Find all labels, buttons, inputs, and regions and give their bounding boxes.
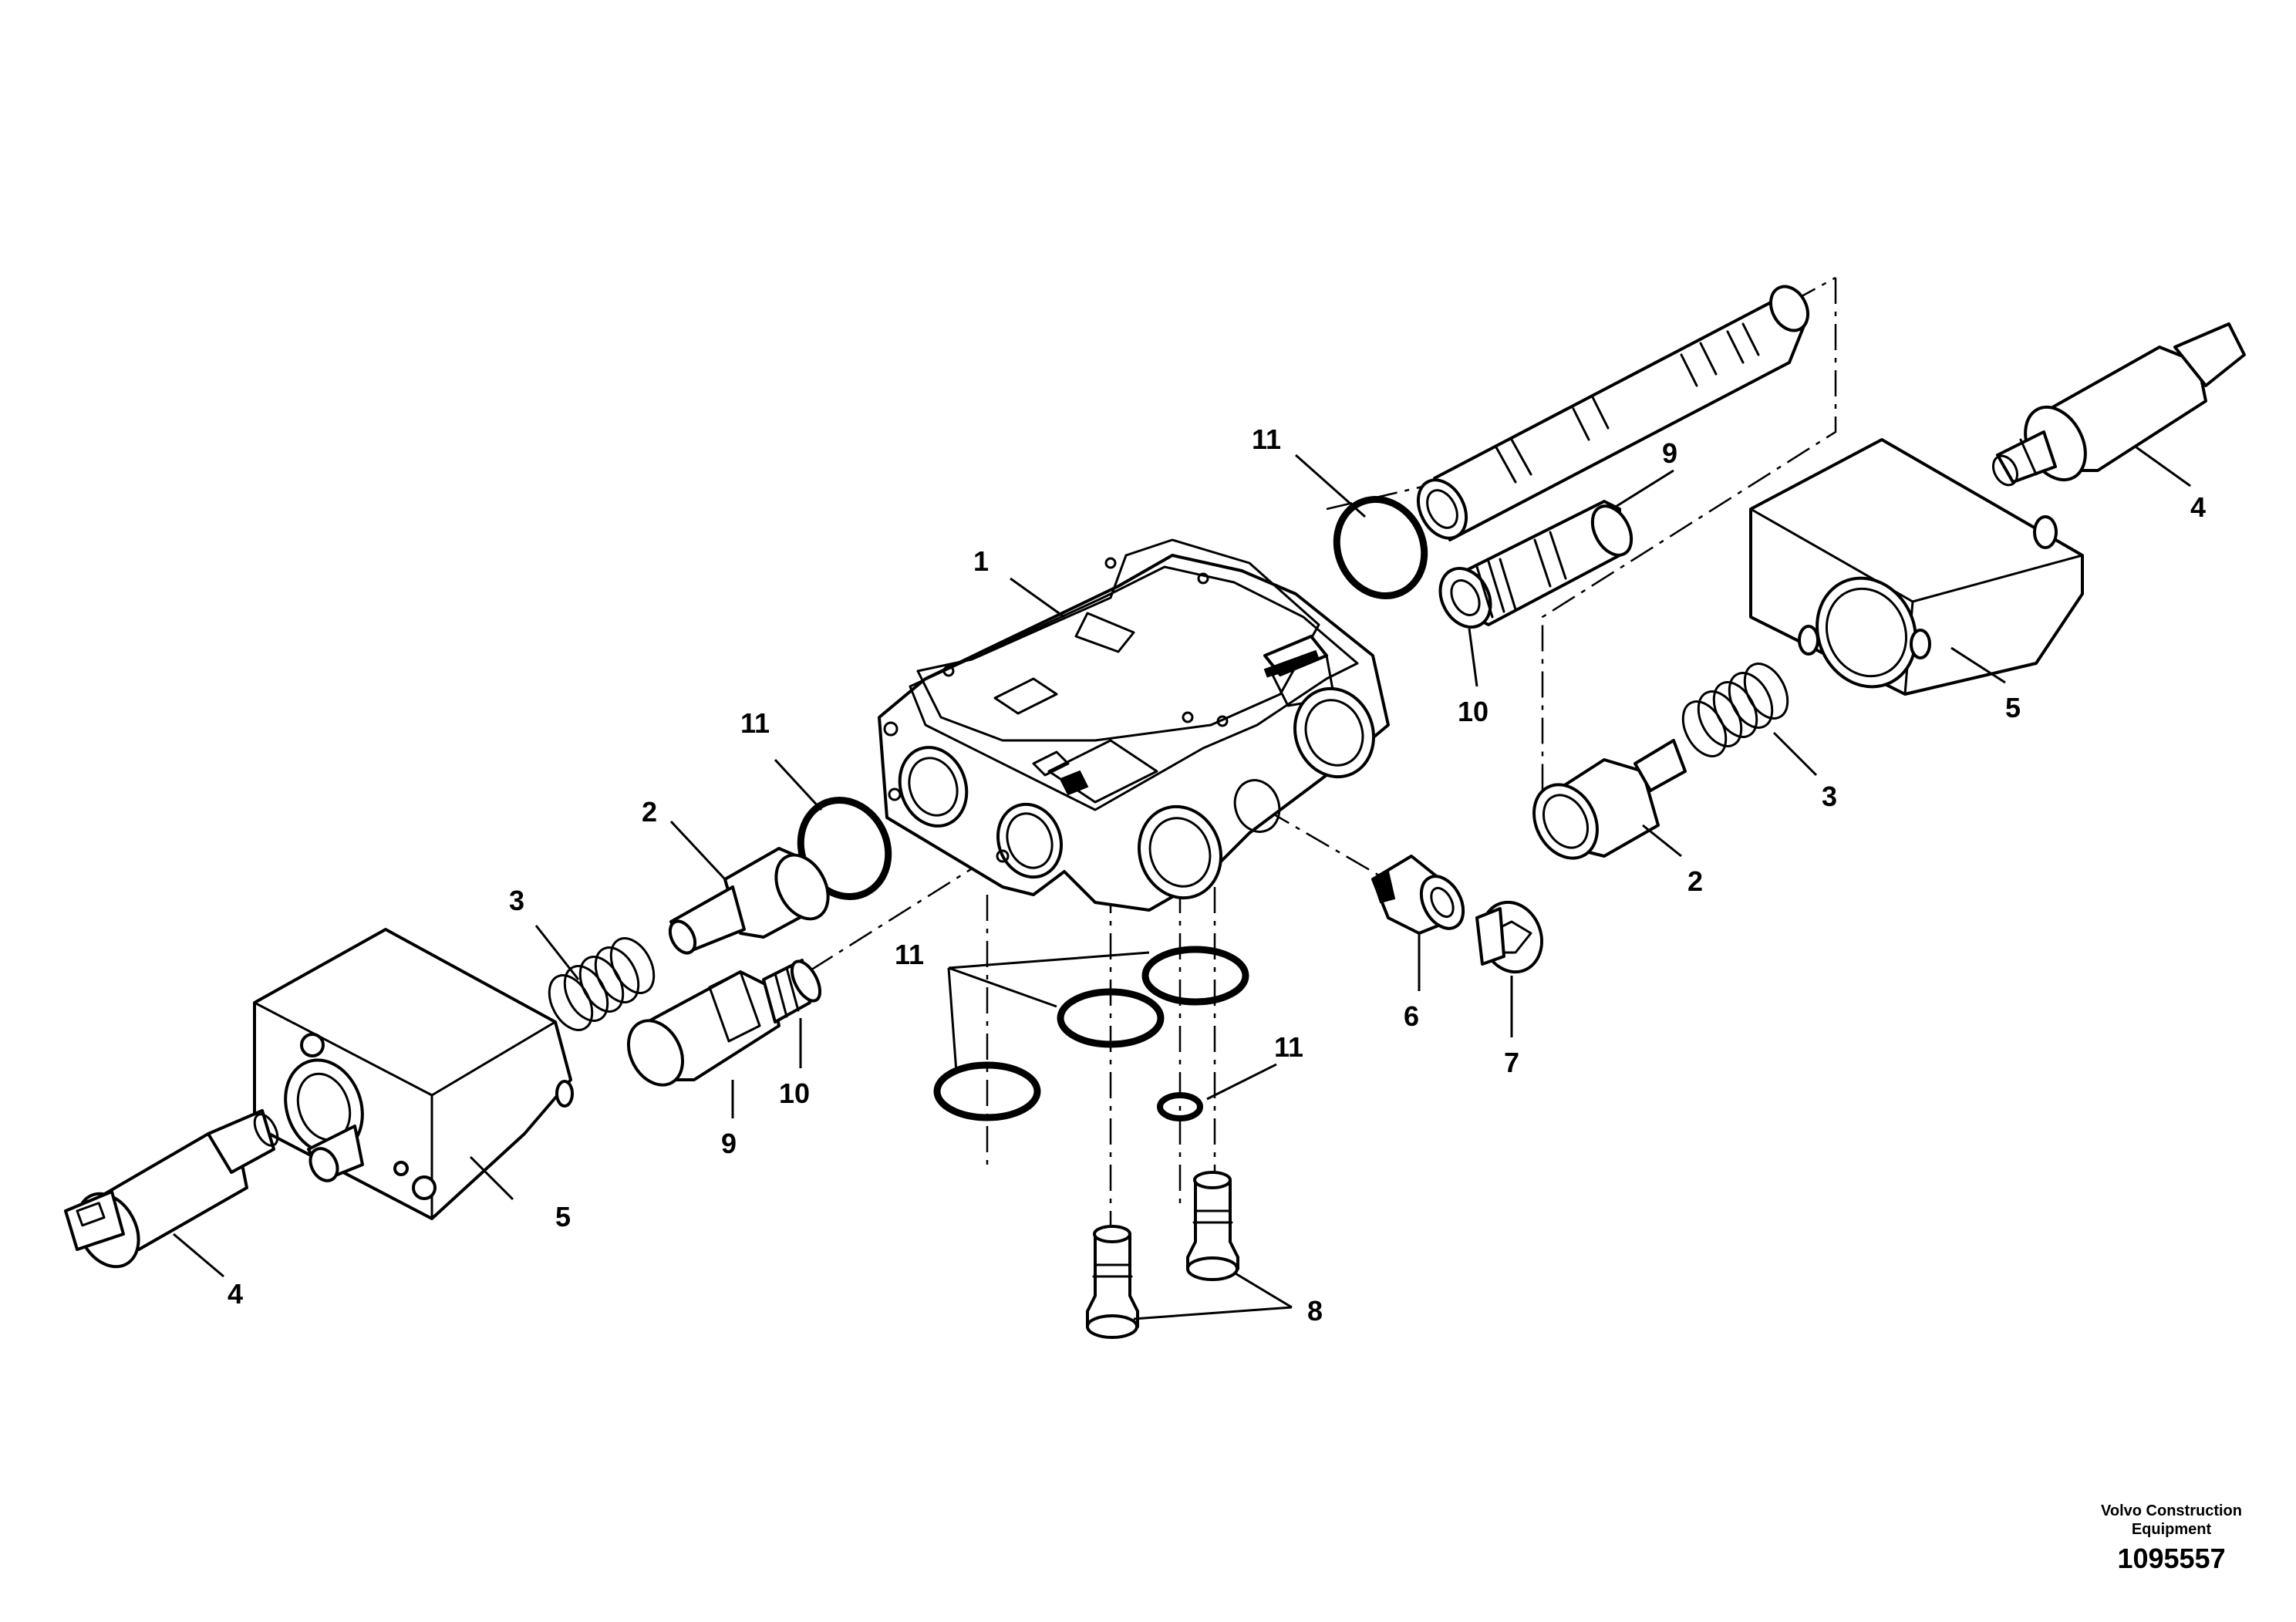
callout-3-left: 3 <box>509 885 524 916</box>
drawing-footer: Volvo Construction Equipment 1095557 <box>2101 1502 2242 1576</box>
o-ring-center-top <box>1141 946 1249 1006</box>
callout-11-left: 11 <box>740 707 770 739</box>
solenoid-left-part-4 <box>64 1109 364 1269</box>
brand-line-2: Equipment <box>2131 1521 2212 1538</box>
leader-lines <box>173 446 2191 1320</box>
spring-left-part-3 <box>548 937 656 1031</box>
o-ring-center-bottom <box>933 1061 1041 1121</box>
check-valve-middle-part-6 <box>1371 855 1465 935</box>
o-ring-center-middle <box>1057 988 1165 1048</box>
callout-3-right: 3 <box>1822 781 1837 812</box>
callout-1: 1 <box>973 545 989 577</box>
callout-10-upper: 10 <box>1458 696 1489 727</box>
callout-4-lower: 4 <box>228 1278 243 1310</box>
plugs-bottom-part-8 <box>1086 1171 1239 1339</box>
o-rings-lower <box>797 797 1249 1121</box>
callout-10-lower: 10 <box>779 1077 810 1109</box>
callout-5-lower: 5 <box>555 1201 571 1233</box>
callout-5-upper: 5 <box>2005 692 2021 723</box>
solenoid-upper-right-part-4 <box>1991 322 2246 487</box>
plug-middle-part-7 <box>1475 900 1544 974</box>
callout-9-lower: 9 <box>721 1128 737 1159</box>
check-valve-upper-right-part-10 <box>1438 560 1505 629</box>
callout-11-group: 11 <box>895 939 924 970</box>
callout-11-small: 11 <box>1274 1031 1303 1063</box>
spool-upper-right <box>1416 285 1809 541</box>
solenoid-housing-left-part-5 <box>253 928 574 1220</box>
relief-valve-upper-right-part-9 <box>1464 500 1633 626</box>
piston-left-part-2 <box>668 847 830 955</box>
drawing-number: 1095557 <box>2117 1543 2226 1574</box>
o-ring-small <box>1157 1092 1203 1121</box>
callout-7: 7 <box>1504 1047 1519 1078</box>
callout-8: 8 <box>1307 1295 1323 1327</box>
callout-2-left: 2 <box>642 796 657 828</box>
callout-9-upper: 9 <box>1662 437 1677 469</box>
callout-4-upper: 4 <box>2190 491 2206 523</box>
callout-11-top: 11 <box>1252 423 1281 455</box>
spring-right-part-3 <box>1681 663 1789 757</box>
relief-valve-left-part-9 <box>626 970 781 1087</box>
valve-body-part-1 <box>878 538 1390 912</box>
solenoid-housing-upper-right-part-5 <box>1749 438 2084 696</box>
piston-right-part-2 <box>1532 739 1687 860</box>
brand-line-1: Volvo Construction <box>2101 1502 2242 1519</box>
callout-2-right: 2 <box>1687 865 1703 897</box>
callout-6: 6 <box>1404 1000 1419 1032</box>
check-valve-left-part-10 <box>762 959 822 1023</box>
o-ring-upper <box>1333 496 1428 599</box>
callout-labels: 1 11 9 4 10 5 3 2 11 2 3 11 11 6 7 10 9 … <box>228 423 2206 1327</box>
